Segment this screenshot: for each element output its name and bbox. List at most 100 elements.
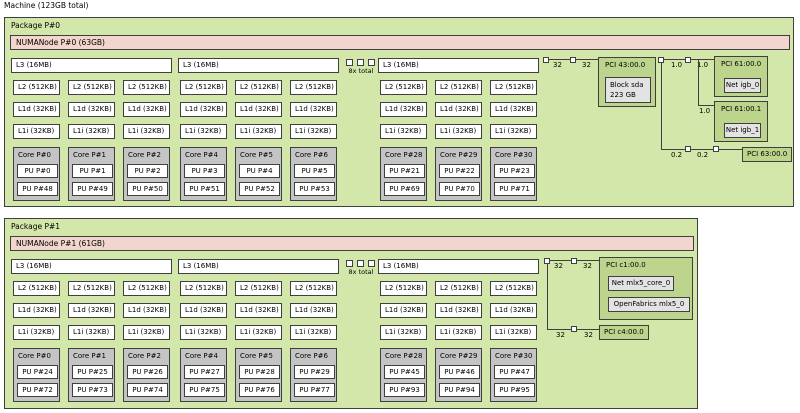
l1d-cache: L1d (32KB) — [435, 303, 482, 318]
machine-label: Machine (123GB total) — [4, 1, 89, 10]
pu-box: PU P#45 — [384, 365, 425, 379]
l2-cache: L2 (512KB) — [123, 80, 170, 95]
l1d-cache: L1d (32KB) — [235, 102, 282, 117]
l1i-cache: L1i (32KB) — [435, 325, 482, 340]
pu-box: PU P#2 — [127, 164, 168, 178]
pu-box: PU P#75 — [184, 383, 225, 397]
pci-bridge-box: PCI 63:00.0 — [742, 147, 792, 162]
core-label: Core P#6 — [295, 352, 328, 360]
l3-cache: L3 (16MB) — [11, 58, 172, 73]
ellipsis-square — [368, 59, 375, 66]
package-label: Package P#0 — [11, 21, 61, 30]
l1i-cache: L1i (32KB) — [380, 124, 427, 139]
link-speed-label: 32 — [556, 331, 565, 339]
pci-bridge-box: PCI 43:00.0 Block sda 223 GB — [598, 57, 656, 107]
core-label: Core P#0 — [18, 352, 51, 360]
numa-label: NUMANode P#1 (61GB) — [16, 239, 105, 248]
package-box-0: Package P#0 NUMANode P#0 (63GB) L3 (16MB… — [4, 17, 794, 207]
core-label: Core P#4 — [185, 151, 218, 159]
l1d-cache: L1d (32KB) — [68, 303, 115, 318]
pu-box: PU P#1 — [72, 164, 113, 178]
link-speed-label: 1.0 — [697, 61, 709, 69]
core-label: Core P#30 — [495, 352, 533, 360]
l1i-cache: L1i (32KB) — [380, 325, 427, 340]
net-device: Net igb_1 — [724, 123, 761, 138]
l1d-cache: L1d (32KB) — [290, 303, 337, 318]
link-square — [685, 57, 691, 63]
l1i-cache: L1i (32KB) — [68, 325, 115, 340]
core-label: Core P#1 — [73, 352, 106, 360]
pu-box: PU P#77 — [294, 383, 335, 397]
l1d-cache: L1d (32KB) — [380, 102, 427, 117]
ellipsis-label: 8x total — [348, 268, 374, 276]
link-line — [547, 264, 548, 330]
l1i-cache: L1i (32KB) — [13, 124, 60, 139]
link-speed-label: 32 — [584, 331, 593, 339]
l1i-cache: L1i (32KB) — [235, 124, 282, 139]
block-device-line: Block sda — [610, 81, 644, 89]
link-square — [713, 146, 719, 152]
core-label: Core P#2 — [128, 352, 161, 360]
l1i-cache: L1i (32KB) — [490, 325, 537, 340]
ellipsis-label: 8x total — [348, 67, 374, 75]
pu-box: PU P#72 — [17, 383, 58, 397]
core-label: Core P#1 — [73, 151, 106, 159]
l2-cache: L2 (512KB) — [490, 80, 537, 95]
pu-box: PU P#52 — [239, 182, 280, 196]
core-label: Core P#30 — [495, 151, 533, 159]
pu-box: PU P#49 — [72, 182, 113, 196]
l1i-cache: L1i (32KB) — [123, 124, 170, 139]
l1i-cache: L1i (32KB) — [68, 124, 115, 139]
pu-box: PU P#76 — [239, 383, 280, 397]
block-device: Block sda 223 GB — [605, 77, 651, 103]
l1i-cache: L1i (32KB) — [180, 325, 227, 340]
link-square — [570, 57, 576, 63]
l1d-cache: L1d (32KB) — [123, 102, 170, 117]
link-speed-label: 32 — [583, 262, 592, 270]
pu-box: PU P#5 — [294, 164, 335, 178]
l1i-cache: L1i (32KB) — [13, 325, 60, 340]
pci-device-title: PCI 43:00.0 — [605, 61, 646, 69]
pci-bridge-box: PCI 61:00.1 Net igb_1 — [714, 101, 768, 142]
l2-cache: L2 (512KB) — [68, 281, 115, 296]
openfabrics-device: OpenFabrics mlx5_0 — [608, 297, 690, 312]
l2-cache: L2 (512KB) — [235, 80, 282, 95]
pu-box: PU P#48 — [17, 182, 58, 196]
l1i-cache: L1i (32KB) — [235, 325, 282, 340]
l1d-cache: L1d (32KB) — [490, 303, 537, 318]
l2-cache: L2 (512KB) — [435, 80, 482, 95]
link-square — [685, 146, 691, 152]
l2-cache: L2 (512KB) — [290, 80, 337, 95]
l1d-cache: L1d (32KB) — [180, 102, 227, 117]
l2-cache: L2 (512KB) — [380, 281, 427, 296]
core-label: Core P#28 — [385, 352, 423, 360]
pu-box: PU P#47 — [494, 365, 535, 379]
numa-node: NUMANode P#1 (61GB) — [10, 236, 694, 251]
core-label: Core P#6 — [295, 151, 328, 159]
pu-box: PU P#94 — [439, 383, 480, 397]
l2-cache: L2 (512KB) — [13, 80, 60, 95]
link-line — [661, 62, 662, 150]
l3-cache: L3 (16MB) — [378, 259, 539, 274]
l1d-cache: L1d (32KB) — [490, 102, 537, 117]
pu-box: PU P#22 — [439, 164, 480, 178]
link-speed-label: 1.0 — [699, 107, 711, 115]
l3-cache: L3 (16MB) — [11, 259, 172, 274]
core-label: Core P#4 — [185, 352, 218, 360]
core-label: Core P#5 — [240, 352, 273, 360]
ellipsis-square — [368, 260, 375, 267]
l2-cache: L2 (512KB) — [380, 80, 427, 95]
l1i-cache: L1i (32KB) — [490, 124, 537, 139]
pu-box: PU P#24 — [17, 365, 58, 379]
pu-box: PU P#74 — [127, 383, 168, 397]
l1d-cache: L1d (32KB) — [180, 303, 227, 318]
